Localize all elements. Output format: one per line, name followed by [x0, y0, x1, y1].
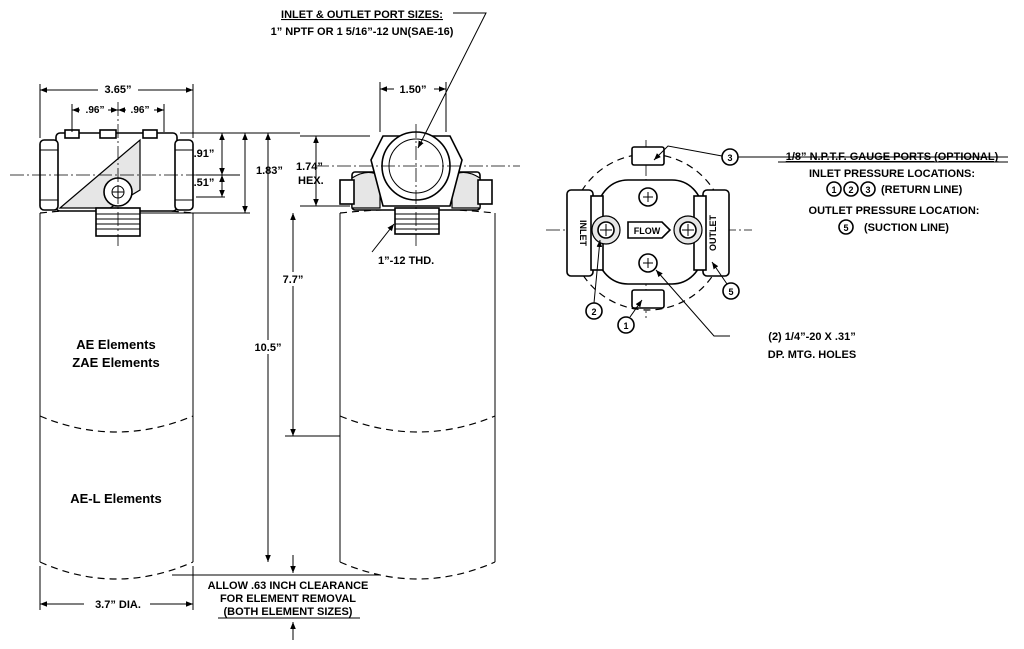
port-sizes-title: INLET & OUTLET PORT SIZES: [281, 9, 443, 21]
dim-head-heights: .91” .51” 1.83” [140, 132, 300, 214]
mounting-line1: (2) 1/4”-20 X .31” [768, 331, 855, 343]
outlet-label: OUTLET [708, 215, 718, 251]
zae-elements-label: ZAE Elements [72, 355, 159, 370]
marker-1: 1 [617, 299, 643, 334]
dim-105-label: 10.5” [255, 342, 282, 354]
dim-365: 3.65” [39, 82, 194, 138]
dim-diameter: 3.7” DIA. [39, 566, 194, 611]
gauge-ports-label: 1/8” N.P.T.F. GAUGE PORTS (OPTIONAL) [786, 151, 999, 163]
clearance-line2: FOR ELEMENT REMOVAL [220, 593, 356, 605]
front-view: 3.65” .96” .96” .91” .51” 1.83” AE [10, 82, 300, 611]
top-view: INLET OUTLET FLOW 2 1 [546, 140, 1008, 361]
svg-text:1: 1 [831, 185, 836, 195]
dim-hex-label: HEX. [298, 175, 324, 187]
thread-label: 1”-12 THD. [378, 255, 434, 267]
dim-174: 1.74” HEX. [296, 135, 370, 207]
inlet-pressure-markers: 1 2 3 [826, 181, 876, 197]
svg-text:3: 3 [727, 153, 732, 163]
svg-text:2: 2 [591, 307, 596, 317]
svg-text:5: 5 [728, 287, 733, 297]
ael-elements-label: AE-L Elements [70, 491, 162, 506]
dim-150-label: 1.50” [400, 84, 427, 96]
svg-text:3: 3 [865, 185, 870, 195]
marker-5: 5 [711, 261, 740, 300]
suction-line-label: (SUCTION LINE) [864, 222, 949, 234]
flow-arrow [627, 221, 672, 239]
marker-2: 2 [585, 239, 603, 320]
clearance-line3: (BOTH ELEMENT SIZES) [224, 606, 353, 618]
dim-183-label: 1.83” [256, 165, 283, 177]
dim-77-label: 7.7” [283, 274, 304, 286]
dim-174-label: 1.74” [296, 161, 323, 173]
dim-lengths: 7.7” 10.5” [172, 133, 380, 640]
marker-3-callout: 3 [653, 145, 1008, 166]
inlet-pressure-title: INLET PRESSURE LOCATIONS: [809, 168, 975, 180]
dim-96-left-label: .96” [86, 105, 105, 116]
mounting-callout: (2) 1/4”-20 X .31” DP. MTG. HOLES [655, 269, 856, 361]
svg-text:1: 1 [623, 321, 628, 331]
return-line-label: (RETURN LINE) [881, 184, 963, 196]
dim-diameter-label: 3.7” DIA. [95, 599, 141, 611]
outlet-pressure-marker: 5 [838, 219, 854, 235]
svg-text:2: 2 [848, 185, 853, 195]
dim-96: .96” .96” [71, 103, 165, 132]
side-filter-head [339, 131, 493, 235]
ae-elements-label: AE Elements [76, 337, 155, 352]
thread-callout: 1”-12 THD. [371, 223, 434, 267]
side-view: 1.50” 1.74” HEX. INLET & OUTLET PORT SIZ… [172, 9, 520, 640]
dim-91-label: .91” [194, 148, 215, 160]
outlet-pressure-title: OUTLET PRESSURE LOCATION: [809, 205, 980, 217]
pressure-notes: 1/8” N.P.T.F. GAUGE PORTS (OPTIONAL) INL… [786, 151, 999, 235]
dim-365-label: 3.65” [105, 84, 132, 96]
dim-51-label: .51” [194, 177, 215, 189]
dim-96-right-label: .96” [131, 105, 150, 116]
front-element-canister [39, 208, 194, 580]
port-sizes-value: 1” NPTF OR 1 5/16”-12 UN(SAE-16) [271, 26, 454, 38]
port-sizes-callout: INLET & OUTLET PORT SIZES: 1” NPTF OR 1 … [271, 9, 487, 149]
flow-label: FLOW [634, 226, 661, 236]
inlet-label: INLET [578, 220, 588, 247]
mounting-line2: DP. MTG. HOLES [768, 349, 856, 361]
clearance-note: ALLOW .63 INCH CLEARANCE FOR ELEMENT REM… [208, 580, 369, 619]
dim-150: 1.50” [379, 82, 447, 132]
svg-text:5: 5 [843, 223, 848, 233]
front-filter-head [39, 129, 194, 237]
clearance-line1: ALLOW .63 INCH CLEARANCE [208, 580, 369, 592]
